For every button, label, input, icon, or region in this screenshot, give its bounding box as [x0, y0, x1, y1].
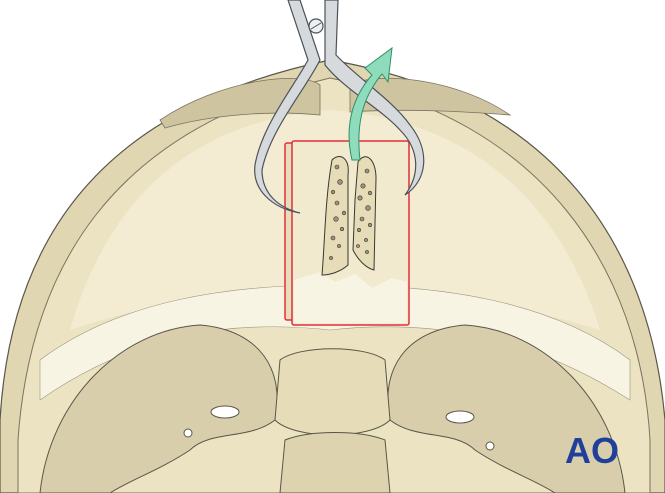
foramen-small-right [485, 441, 495, 451]
foramen-left [210, 405, 240, 419]
right-orbit-roof [387, 324, 626, 493]
left-orbit-roof [39, 324, 278, 493]
ao-logo: AO [565, 430, 619, 471]
sinus-left-lobe [321, 156, 349, 276]
clivus [279, 432, 391, 493]
forceps-instrument [254, 0, 425, 214]
curved-arrow [348, 46, 393, 161]
foramen-right [445, 410, 475, 424]
svg-text:AO: AO [565, 430, 619, 471]
bone-window-cutout [284, 140, 410, 326]
foramen-small-left [183, 428, 193, 438]
sella-turcica [274, 348, 391, 436]
cribriform-area [39, 284, 631, 401]
sinus-right-lobe [352, 156, 377, 271]
